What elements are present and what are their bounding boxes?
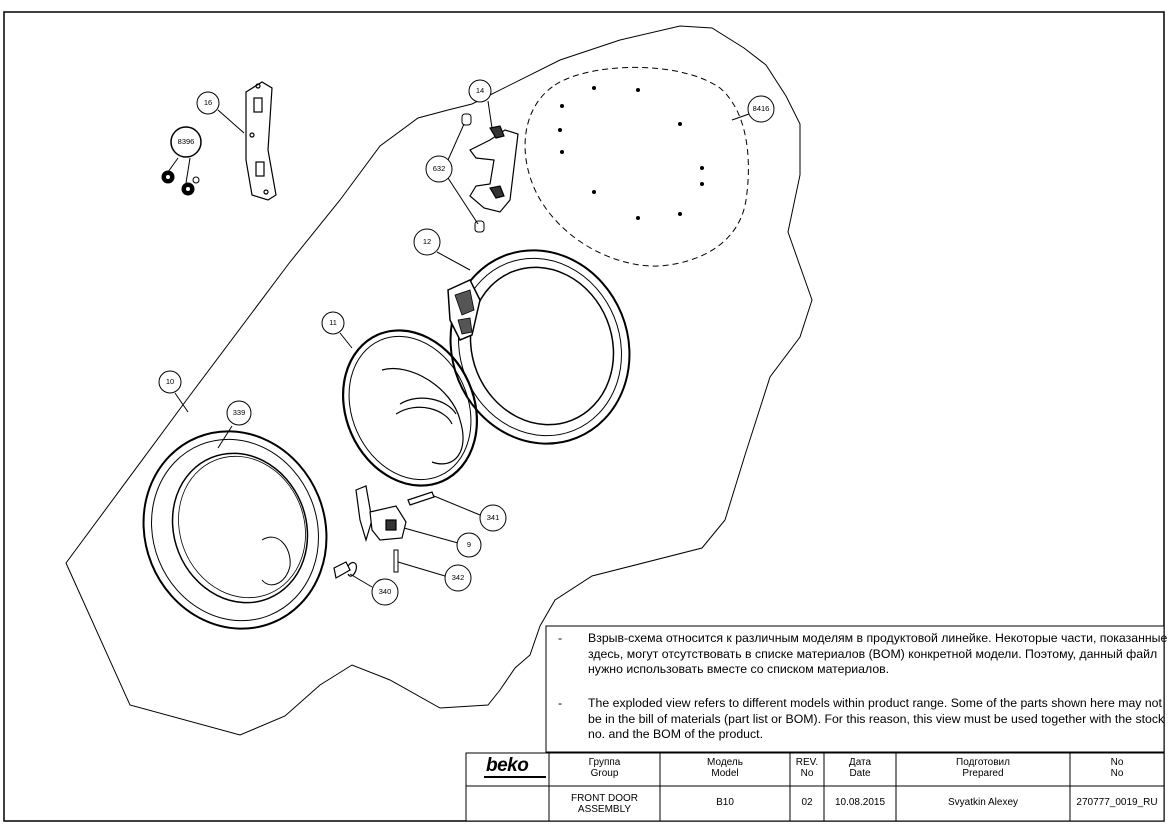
hinge-plate-part: [245, 81, 277, 201]
model-header-en: Model: [711, 768, 739, 779]
model-value: B10: [716, 797, 734, 808]
brand-logo-underline: [484, 776, 546, 778]
callout-8416: 8416: [747, 95, 775, 123]
door-inner-frame-part: [447, 249, 631, 445]
rev-value: 02: [801, 797, 813, 808]
number-header-a: No: [1110, 757, 1124, 768]
callout-16: 16: [196, 91, 220, 115]
door-handle-part: [355, 485, 407, 543]
callout-342: 342: [444, 564, 472, 592]
svg-text:340: 340: [379, 587, 392, 596]
callout-339: 339: [226, 400, 252, 426]
svg-text:341: 341: [487, 513, 500, 522]
note-english-text: The exploded view refers to different mo…: [588, 696, 1165, 741]
door-outer-frame-part: [142, 430, 328, 630]
callout-340: 340: [371, 578, 399, 606]
title-block-grid: [465, 752, 1165, 822]
callout-632: 632: [425, 155, 453, 183]
callout-10: 10: [158, 370, 182, 394]
brand-logo: beko: [486, 755, 529, 776]
rev-header: REV. No: [790, 757, 824, 779]
rev-header-a: REV.: [795, 757, 819, 768]
product-outline: [65, 25, 813, 736]
svg-text:632: 632: [433, 164, 446, 173]
svg-text:14: 14: [476, 86, 484, 95]
screws-part: [161, 170, 200, 196]
rev-header-b: No: [800, 768, 814, 779]
pin-part: [407, 491, 435, 506]
hinge-bracket-part: [469, 125, 519, 213]
callout-9: 9: [456, 532, 482, 558]
svg-text:8396: 8396: [178, 137, 195, 146]
title-block: beko Группа Group Модель Model REV. No Д…: [466, 753, 1164, 821]
group-value-line2: ASSEMBLY: [577, 804, 632, 815]
rod-part: [393, 549, 399, 573]
svg-text:8416: 8416: [753, 104, 770, 113]
group-header-en: Group: [590, 768, 619, 779]
callout-341: 341: [479, 504, 507, 532]
svg-text:12: 12: [423, 237, 431, 246]
svg-text:342: 342: [452, 573, 465, 582]
door-glass-bowl-part: [341, 329, 479, 487]
number-header: No No: [1070, 757, 1164, 779]
number-header-b: No: [1110, 768, 1124, 779]
group-header: Группа Group: [549, 757, 660, 779]
notes-panel: - Взрыв-схема относится к различным моде…: [546, 626, 1167, 752]
svg-text:11: 11: [329, 318, 337, 327]
date-value: 10.08.2015: [834, 797, 886, 808]
group-value: FRONT DOOR ASSEMBLY: [549, 793, 660, 815]
note-russian-text: Взрыв-схема относится к различным моделя…: [588, 631, 1168, 676]
callout-leaders: [167, 100, 750, 588]
glass-screw-markers: [558, 86, 704, 220]
callout-8396: 8396: [170, 126, 202, 158]
date-header-ru: Дата: [848, 757, 872, 768]
document-number: 270777_0019_RU: [1076, 797, 1158, 808]
notes-box: [545, 625, 1165, 753]
prepared-header-ru: Подготовил: [956, 757, 1010, 768]
model-header: Модель Model: [660, 757, 790, 779]
model-header-ru: Модель: [707, 757, 743, 768]
note-bullet: -: [558, 631, 563, 645]
bushings-part: [461, 113, 485, 233]
svg-text:9: 9: [467, 540, 471, 549]
svg-text:16: 16: [204, 98, 212, 107]
date-header: Дата Date: [824, 757, 896, 779]
date-header-en: Date: [849, 768, 871, 779]
svg-text:10: 10: [166, 377, 174, 386]
prepared-value: Svyatkin Alexey: [947, 797, 1019, 808]
group-header-ru: Группа: [588, 757, 621, 768]
callout-14: 14: [468, 79, 492, 103]
prepared-header: Подготовил Prepared: [896, 757, 1070, 779]
note-bullet: -: [558, 696, 563, 710]
spring-part: [333, 561, 357, 579]
group-value-line1: FRONT DOOR: [570, 793, 639, 804]
svg-text:339: 339: [233, 408, 246, 417]
callout-12: 12: [413, 228, 441, 256]
prepared-header-en: Prepared: [962, 768, 1004, 779]
door-glass-region-dashed: [524, 66, 749, 267]
callout-11: 11: [321, 311, 345, 335]
